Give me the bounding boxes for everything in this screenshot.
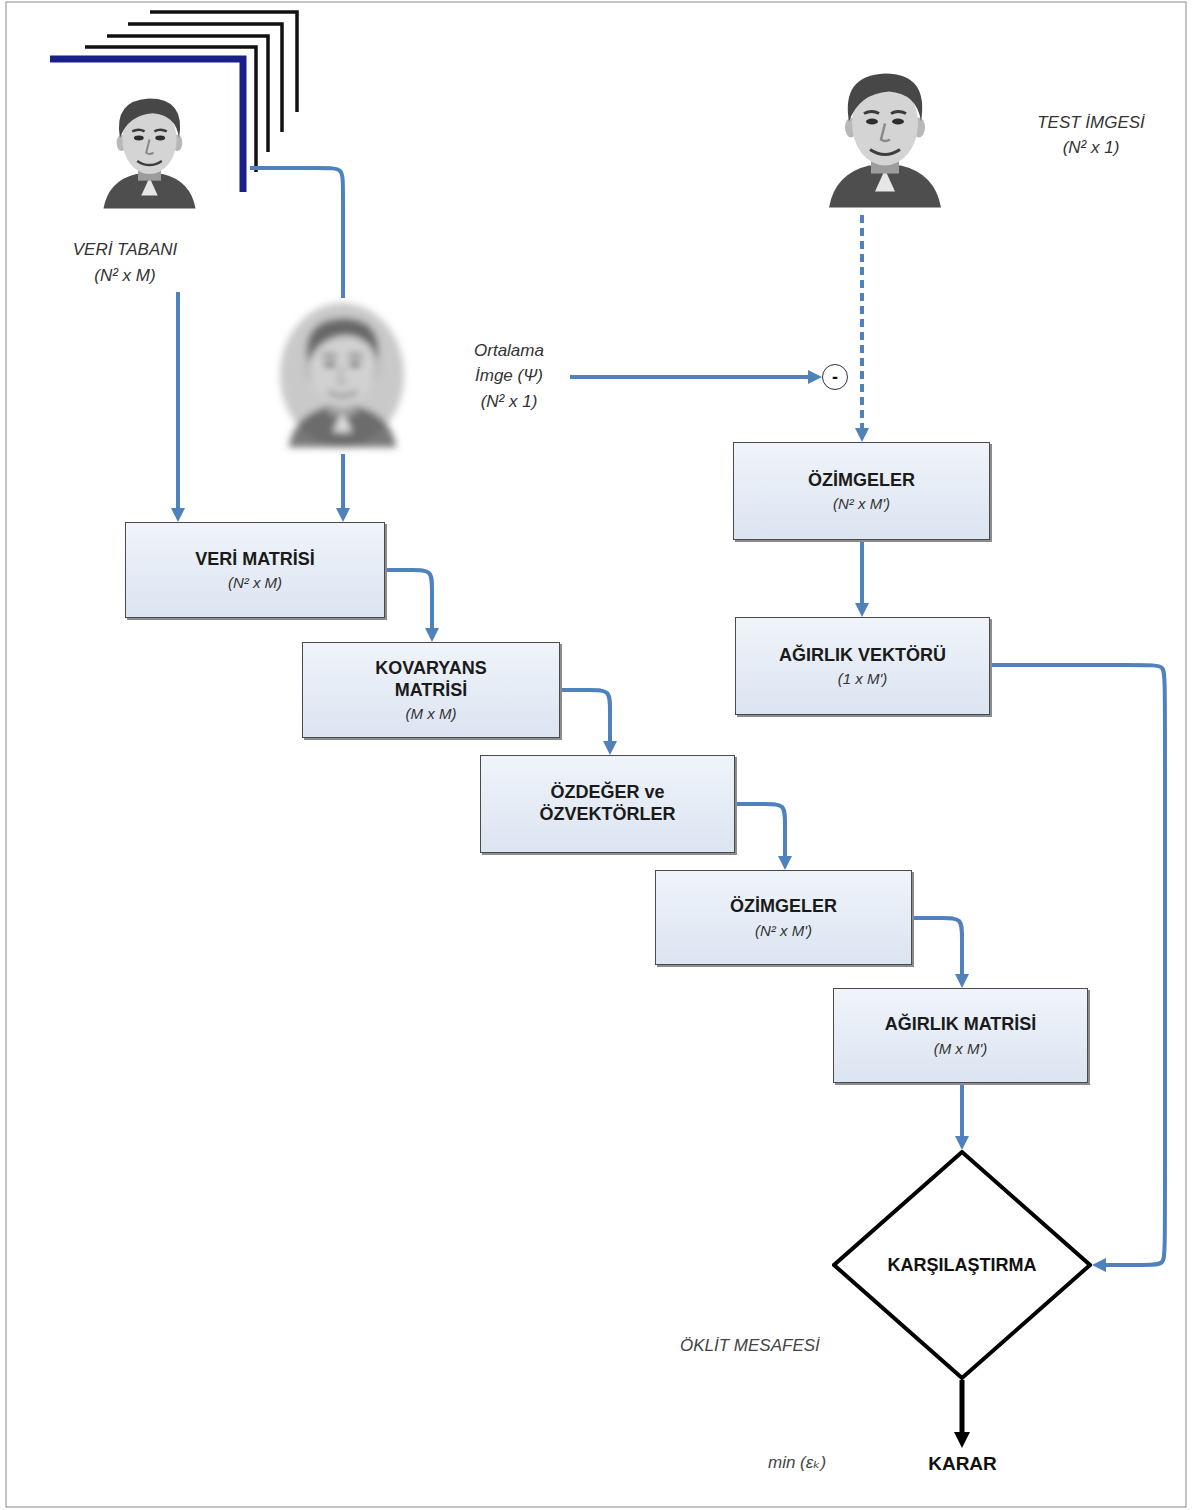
text-group: KARAR xyxy=(928,1453,997,1475)
node-title: ÖZİMGELER xyxy=(730,896,837,918)
node-dimension: (M x M') xyxy=(934,1040,988,1057)
process-box: ÖZDEĞER ve ÖZVEKTÖRLER xyxy=(480,755,735,853)
text-group: VERİ MATRİSİ (N² x M) xyxy=(195,549,315,592)
dashed-arrow xyxy=(860,215,864,429)
node-title: KOVARYANS MATRİSİ xyxy=(346,658,516,701)
diamond-shape xyxy=(834,1152,1090,1378)
node-title: VERİ TABANI xyxy=(73,237,178,263)
flow-arrow xyxy=(960,1380,965,1433)
decision-diamond: KARŞILAŞTIRMA xyxy=(832,1150,1092,1380)
process-box: KOVARYANS MATRİSİ (M x M) xyxy=(302,642,560,738)
text-group: TEST İMGESİ(N² x 1) xyxy=(1037,110,1145,161)
page-frame xyxy=(6,2,1186,1507)
process-box: VERİ MATRİSİ (N² x M) xyxy=(125,522,385,618)
node-title: - xyxy=(832,368,838,386)
mean-image: Ortalama İmge (Ψ)(N² x 1) xyxy=(270,298,570,454)
image-stack xyxy=(85,12,297,172)
node-title: ÖZDEĞER ve ÖZVEKTÖRLER xyxy=(523,782,693,825)
mean-face xyxy=(280,303,404,447)
node-title: AĞIRLIK MATRİSİ xyxy=(885,1014,1037,1036)
node-dimension: (M x M) xyxy=(406,705,457,722)
process-box: ÖZİMGELER (N² x M') xyxy=(655,870,912,965)
flow-arrow xyxy=(990,665,1165,1265)
node-dimension: (N² x M') xyxy=(833,495,890,512)
node-title: VERİ MATRİSİ xyxy=(195,549,315,571)
text-group: ÖZİMGELER (N² x M') xyxy=(808,470,915,513)
node-title: ÖZİMGELER xyxy=(808,470,915,492)
node-dimension: (N² x M') xyxy=(755,922,812,939)
node-dimension: (N² x 1) xyxy=(481,389,538,415)
flow-arrow xyxy=(960,1083,964,1137)
process-box: AĞIRLIK MATRİSİ (M x M') xyxy=(833,988,1088,1083)
node-dimension: (1 x M') xyxy=(838,670,888,687)
flow-arrow xyxy=(912,918,962,975)
node-title: TEST İMGESİ xyxy=(1037,110,1145,136)
distance-note: ÖKLİT MESAFESİ xyxy=(680,1336,820,1356)
node-title: AĞIRLIK VEKTÖRÜ xyxy=(779,645,946,667)
flow-arrow xyxy=(176,292,180,509)
subtract-circle: - xyxy=(822,364,848,390)
node-title: KARŞILAŞTIRMA xyxy=(888,1255,1037,1276)
text-group: KOVARYANS MATRİSİ (M x M) xyxy=(346,658,516,722)
flow-arrow xyxy=(570,375,809,379)
process-box: AĞIRLIK VEKTÖRÜ (1 x M') xyxy=(735,617,990,715)
text-group: Ortalama İmge (Ψ)(N² x 1) xyxy=(462,338,557,415)
flow-arrow xyxy=(860,540,864,604)
database-face xyxy=(104,99,196,209)
flow-arrow xyxy=(341,454,345,509)
test-face xyxy=(829,74,941,208)
node-dimension: (N² x M) xyxy=(228,574,282,591)
text-group: KARŞILAŞTIRMA xyxy=(888,1255,1037,1276)
node-dimension: (N² x M) xyxy=(94,263,155,289)
text-group: - xyxy=(832,368,838,386)
text-group: AĞIRLIK MATRİSİ (M x M') xyxy=(885,1014,1037,1057)
node-title: Ortalama İmge (Ψ) xyxy=(462,338,557,389)
flow-arrow xyxy=(250,168,343,298)
node-title: KARAR xyxy=(928,1453,997,1475)
process-box: ÖZİMGELER (N² x M') xyxy=(733,442,990,540)
flow-arrow xyxy=(560,690,610,742)
text-group: ÖZDEĞER ve ÖZVEKTÖRLER xyxy=(523,782,693,825)
flow-arrow xyxy=(385,570,432,629)
result-text: KARAR xyxy=(905,1448,1020,1480)
test-image: TEST İMGESİ(N² x 1) xyxy=(810,55,1182,215)
text-group: VERİ TABANI(N² x M) xyxy=(73,237,178,288)
database-image: VERİ TABANI(N² x M) xyxy=(30,55,250,292)
flow-arrow xyxy=(735,804,785,857)
node-dimension: (N² x 1) xyxy=(1063,135,1120,161)
text-group: ÖZİMGELER (N² x M') xyxy=(730,896,837,939)
min-formula: min (εₖ) xyxy=(768,1452,826,1473)
text-group: AĞIRLIK VEKTÖRÜ (1 x M') xyxy=(779,645,946,688)
